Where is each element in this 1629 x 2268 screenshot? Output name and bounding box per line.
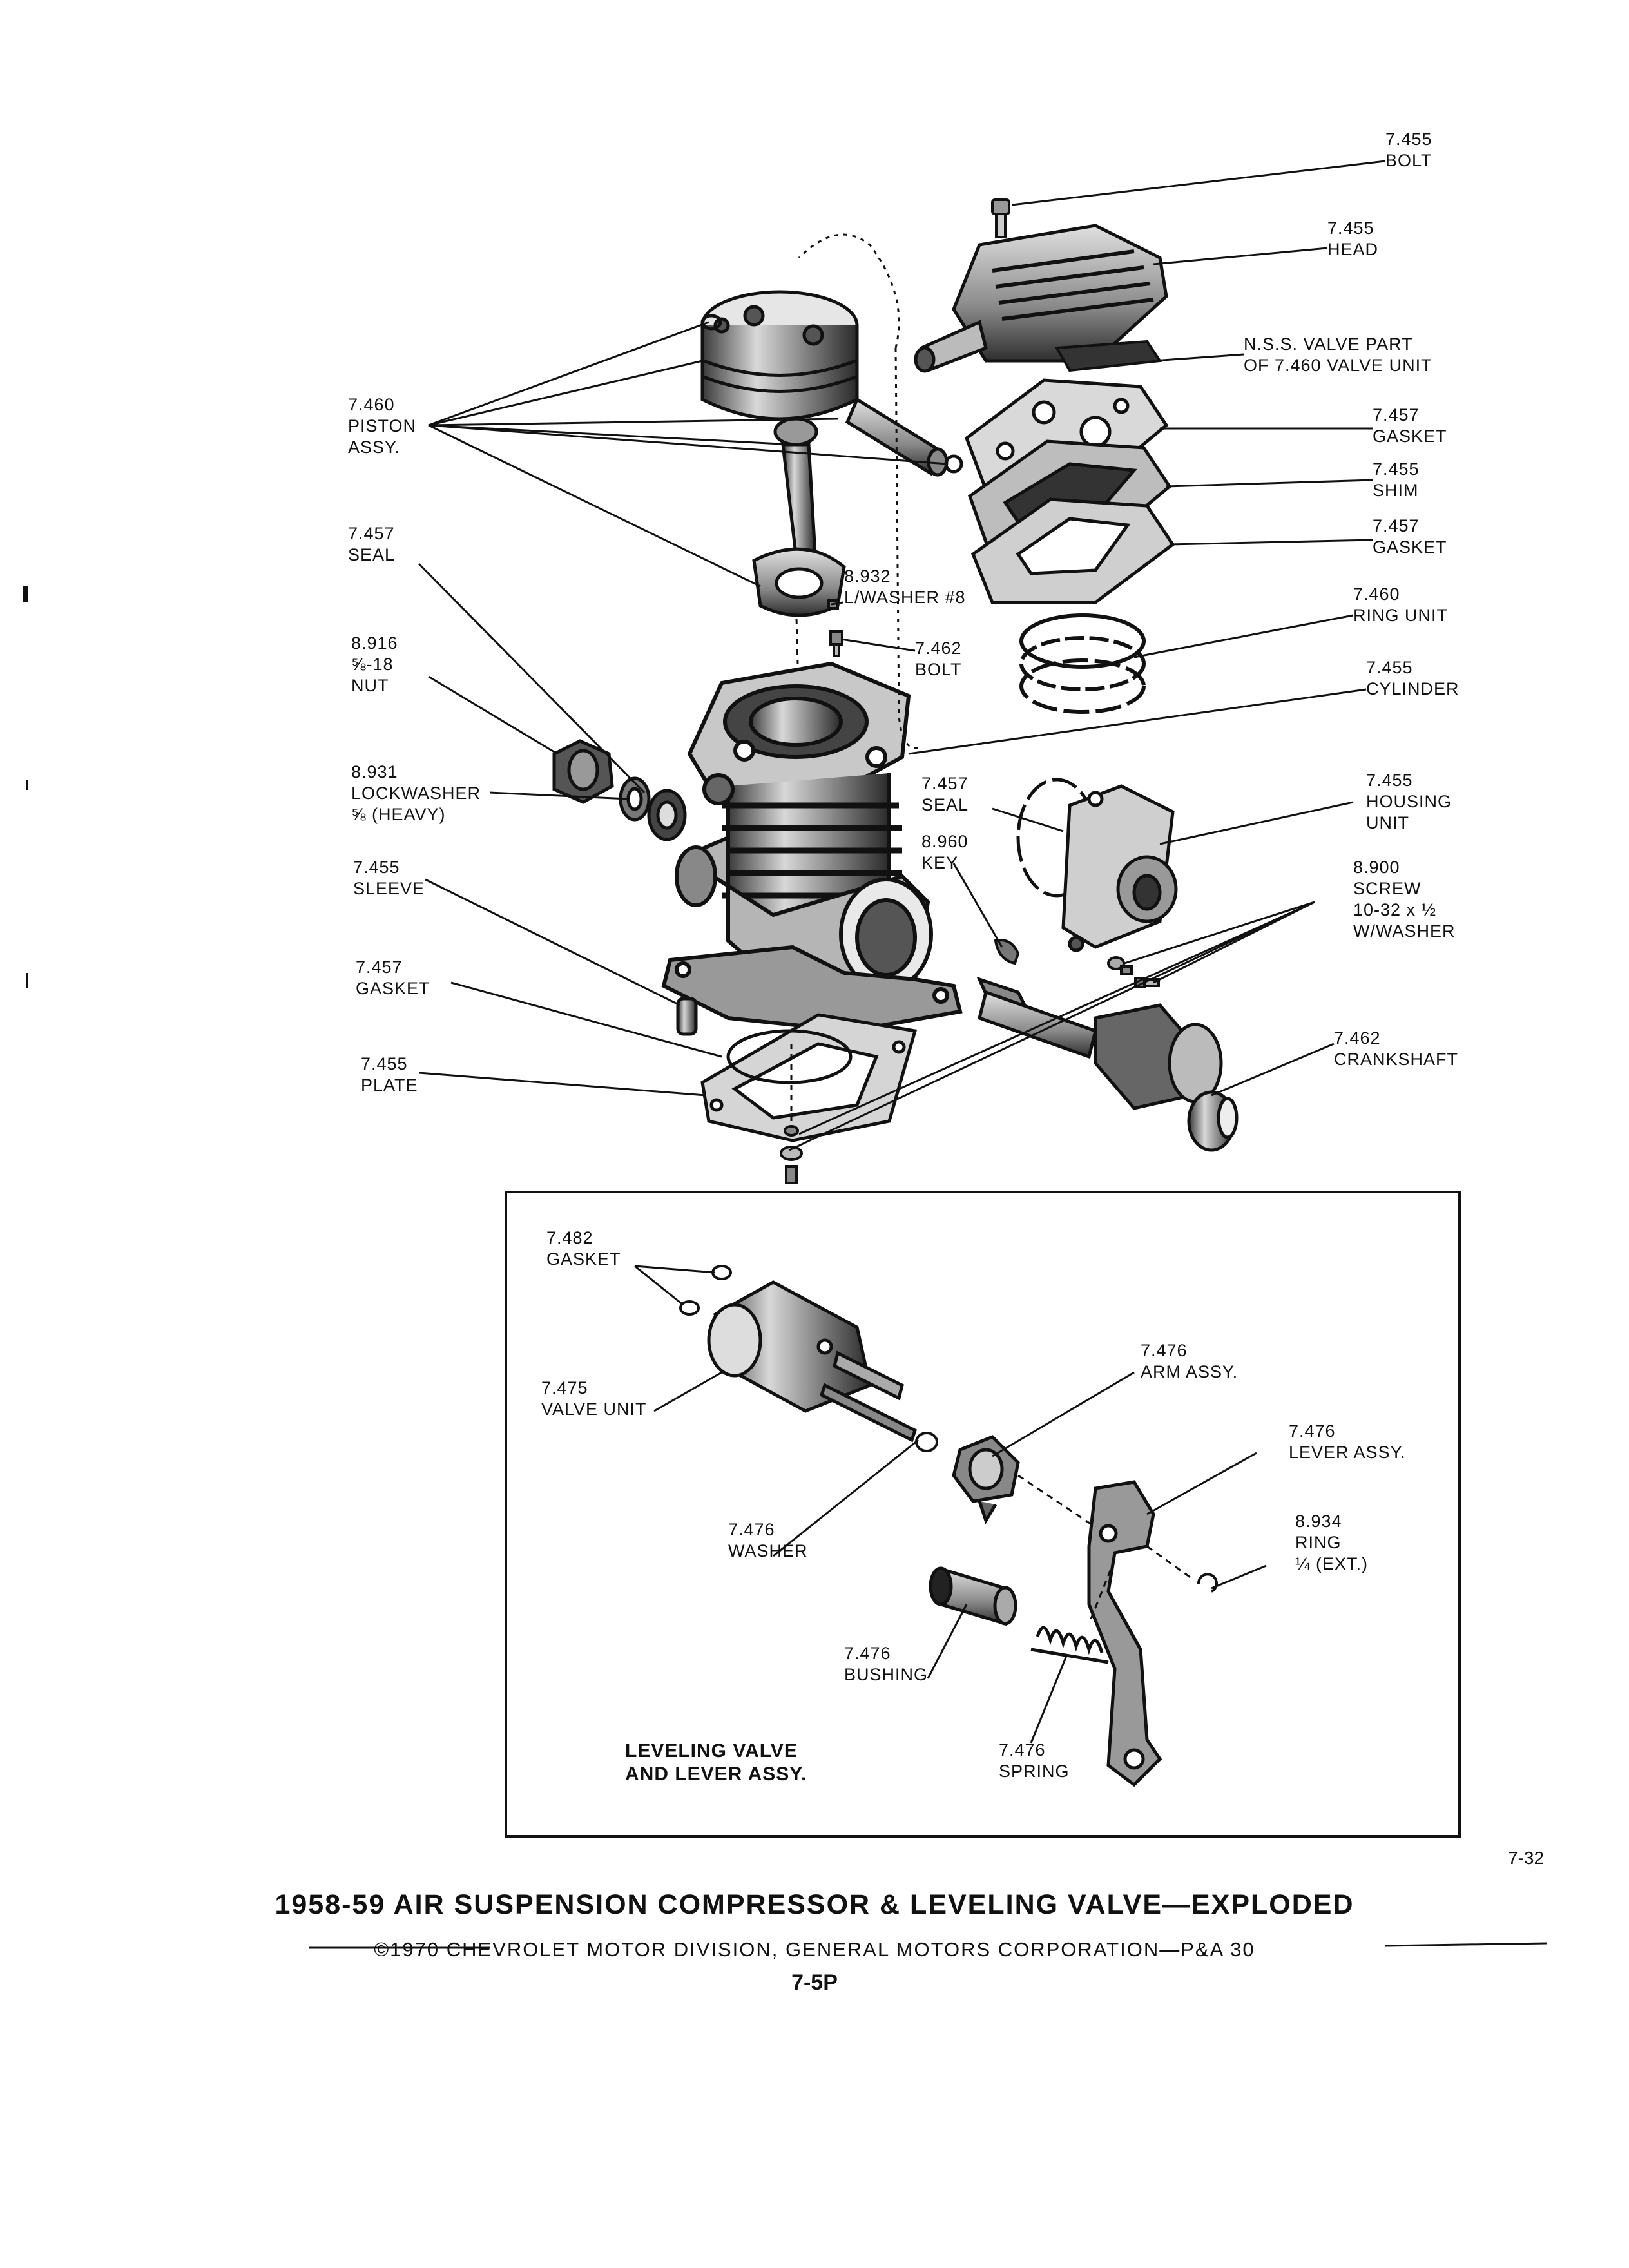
inset-title: LEVELING VALVE AND LEVER ASSY. [625, 1740, 807, 1785]
bolt-top-part [991, 198, 1010, 238]
label-inset-bushing: 7.476 BUSHING [844, 1644, 929, 1684]
label-lwasher: 8.932 L/WASHER #8 [844, 566, 966, 607]
label-head: 7.455 HEAD [1327, 218, 1379, 259]
gasket-lower-part [970, 497, 1175, 604]
label-inset-gasket: 7.482 GASKET [546, 1228, 621, 1269]
crankshaft-part [976, 976, 1239, 1152]
label-nut: 8.916 ⅝-18 NUT [351, 633, 398, 695]
sleeve-part [676, 997, 698, 1036]
label-gasket-base: 7.457 GASKET [356, 957, 430, 998]
label-gasket-lower: 7.457 GASKET [1373, 516, 1447, 557]
label-inset-spring: 7.476 SPRING [999, 1740, 1070, 1781]
label-inset-ring: 8.934 RING ¼ (EXT.) [1295, 1512, 1369, 1573]
inset-lever-part [1087, 1480, 1162, 1787]
inset-ring-part [1197, 1573, 1218, 1593]
label-plate: 7.455 PLATE [361, 1054, 418, 1095]
label-ring-unit: 7.460 RING UNIT [1353, 584, 1448, 625]
ring-unit-part [1019, 613, 1146, 714]
label-piston-assy: 7.460 PISTON ASSY. [348, 395, 417, 457]
inset-washer-part [915, 1432, 938, 1452]
label-inset-lever: 7.476 LEVER ASSY. [1289, 1421, 1406, 1462]
footer-copyright: ©1970 CHEVROLET MOTOR DIVISION, GENERAL … [374, 1938, 1255, 1961]
lwasher-bolt-part [827, 599, 843, 657]
label-key: 8.960 KEY [921, 832, 969, 872]
label-lockwasher: 8.931 LOCKWASHER ⅝ (HEAVY) [351, 762, 481, 824]
label-seal-mid: 7.457 SEAL [921, 774, 969, 814]
inset-leader-lines [634, 1265, 1267, 1744]
label-crankshaft: 7.462 CRANKSHAFT [1334, 1028, 1459, 1069]
valve-part [1054, 340, 1162, 372]
inset-bushing-part [929, 1566, 1017, 1626]
leader-lines [418, 160, 1386, 1151]
connecting-rod-part [752, 417, 846, 617]
label-bolt-top: 7.455 BOLT [1385, 130, 1432, 170]
label-inset-washer: 7.476 WASHER [728, 1520, 808, 1561]
piston-pin-part [845, 397, 963, 477]
label-gasket-upper: 7.457 GASKET [1373, 405, 1447, 446]
base-washers-part [780, 1125, 803, 1184]
label-housing-unit: 7.455 HOUSING UNIT [1366, 771, 1452, 832]
piston-part [700, 290, 859, 421]
label-valve-part: N.S.S. VALVE PART OF 7.460 VALVE UNIT [1244, 334, 1432, 375]
screws-part [1107, 956, 1160, 988]
label-bolt-rod: 7.462 BOLT [915, 639, 962, 679]
footer-page-number: 7-5P [791, 1970, 838, 1995]
label-screw: 8.900 SCREW 10-32 x ½ W/WASHER [1353, 858, 1456, 941]
page-code: 7-32 [1508, 1848, 1545, 1868]
head-part [914, 224, 1168, 373]
inset-arm-part [952, 1435, 1020, 1524]
footer-title: 1958-59 AIR SUSPENSION COMPRESSOR & LEVE… [275, 1889, 1354, 1920]
inset-frame [505, 1191, 1461, 1838]
label-seal-left: 7.457 SEAL [348, 524, 396, 564]
label-cylinder: 7.455 CYLINDER [1366, 658, 1460, 698]
label-shim: 7.455 SHIM [1373, 459, 1420, 500]
inset-spring-part [1030, 1626, 1109, 1664]
label-inset-arm: 7.476 ARM ASSY. [1141, 1341, 1239, 1381]
crankcase-part [661, 834, 963, 1033]
inset-valve-unit-part [707, 1280, 918, 1443]
margin-marks [23, 586, 28, 988]
label-sleeve: 7.455 SLEEVE [353, 858, 425, 898]
inset-guide-lines [1017, 1474, 1193, 1624]
housing-unit-part [1016, 778, 1178, 952]
plate-part [700, 1013, 918, 1142]
footer-rule [309, 1942, 1547, 1949]
assembly-guide-lines [790, 233, 922, 1121]
nut-lockwasher-seal-part [552, 739, 687, 841]
gasket-base-part [726, 1029, 853, 1084]
cylinder-body-part [687, 661, 911, 917]
label-inset-valve-unit: 7.475 VALVE UNIT [541, 1378, 647, 1419]
